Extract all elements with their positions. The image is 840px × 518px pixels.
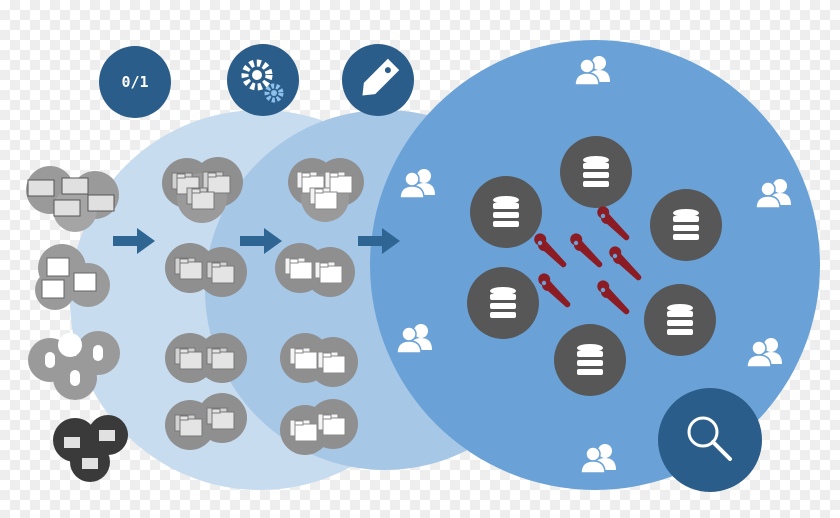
magnifier-icon (687, 416, 732, 461)
gears-badge (227, 44, 299, 116)
database-icon (650, 189, 722, 261)
database-icon (467, 267, 539, 339)
stage2-folder-group (275, 158, 364, 455)
database-icon (554, 324, 626, 396)
database-icon (470, 176, 542, 248)
gears-icon (241, 59, 284, 103)
database-icon (560, 136, 632, 208)
search-badge (658, 388, 762, 492)
audio-microphone-icon (28, 331, 120, 400)
image-files-icon (35, 244, 110, 310)
tag-badge (342, 44, 414, 116)
binary-badge: 0/1 (99, 46, 171, 118)
video-camera-icon (53, 415, 128, 482)
binary-label: 0/1 (121, 73, 148, 91)
database-icon (644, 284, 716, 356)
stage3-circle (370, 40, 820, 490)
stage1-folder-group (162, 157, 247, 450)
price-tag-icon (362, 58, 400, 96)
documents-stack-icon (26, 166, 119, 232)
